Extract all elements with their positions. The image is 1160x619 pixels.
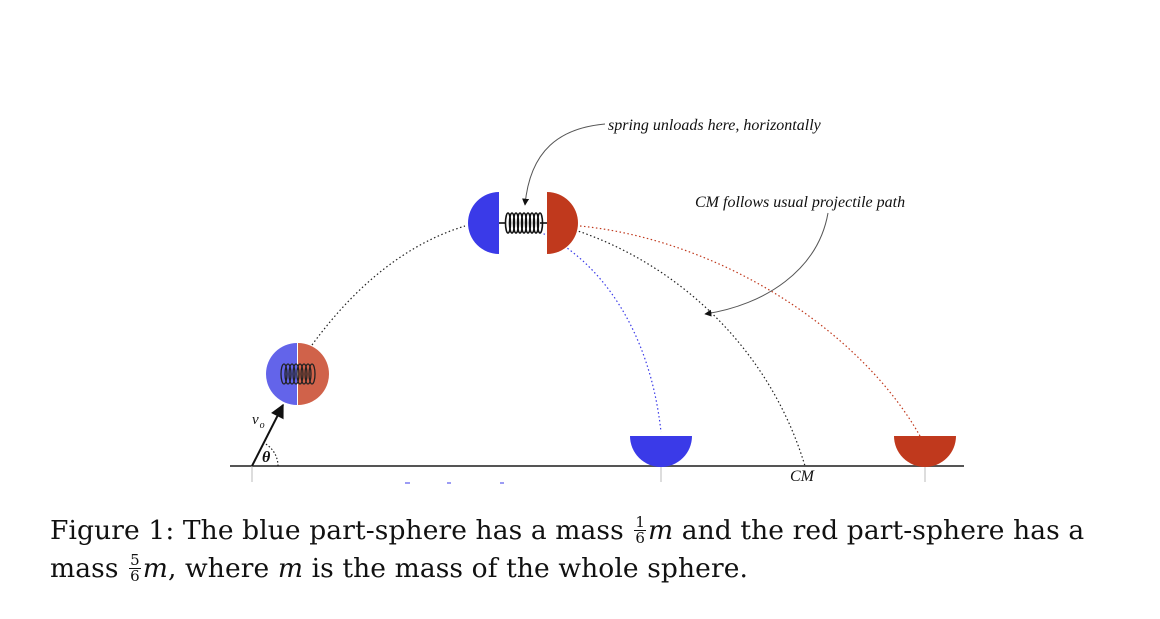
landed-red-half bbox=[894, 436, 956, 467]
apex-blue-half bbox=[468, 192, 499, 254]
spring-leader-arrow bbox=[522, 123, 606, 206]
initial-red-half bbox=[298, 343, 329, 405]
cm-landing-label: CM bbox=[790, 468, 816, 485]
figure-caption: Figure 1: The blue part-sphere has a mas… bbox=[50, 512, 1120, 588]
landed-blue-half bbox=[630, 436, 692, 467]
apex-separation bbox=[468, 192, 578, 254]
spring-annotation: spring unloads here, horizontally bbox=[608, 117, 822, 134]
caption-middle: and the red part-sphere has a mass bbox=[50, 515, 1085, 584]
caption-prefix: Figure 1: The blue part-sphere has a mas… bbox=[50, 515, 633, 546]
mass-variable: m bbox=[647, 515, 674, 546]
initial-spring-icon bbox=[280, 363, 316, 385]
cm-leader-arrow bbox=[704, 212, 829, 317]
projectile-diagram: vo θ spring unloads here, horizontally C… bbox=[230, 117, 964, 485]
cm-path-annotation: CM follows usual projectile path bbox=[695, 194, 905, 211]
red-part-path bbox=[579, 225, 921, 437]
mass-variable: m bbox=[142, 553, 168, 584]
theta-label: θ bbox=[262, 449, 271, 466]
angle-arc bbox=[263, 442, 279, 467]
mass-variable: m bbox=[277, 553, 304, 584]
initial-sphere bbox=[266, 343, 329, 405]
blue-part-path bbox=[539, 231, 662, 433]
v0-label: vo bbox=[252, 412, 265, 431]
blue-fraction-denominator: 6 bbox=[635, 528, 645, 547]
red-fraction-denominator: 6 bbox=[130, 566, 140, 585]
ascent-path bbox=[311, 225, 466, 346]
blue-fraction-numerator: 1 bbox=[634, 512, 646, 531]
apex-spring-icon bbox=[499, 212, 547, 234]
red-fraction-numerator: 5 bbox=[129, 550, 141, 569]
velocity-arrow bbox=[251, 403, 284, 467]
cm-path bbox=[574, 229, 806, 467]
caption-suffix: is the mass of the whole sphere. bbox=[303, 553, 749, 584]
caption-after-red: , where bbox=[167, 553, 278, 584]
apex-red-half bbox=[547, 192, 578, 254]
